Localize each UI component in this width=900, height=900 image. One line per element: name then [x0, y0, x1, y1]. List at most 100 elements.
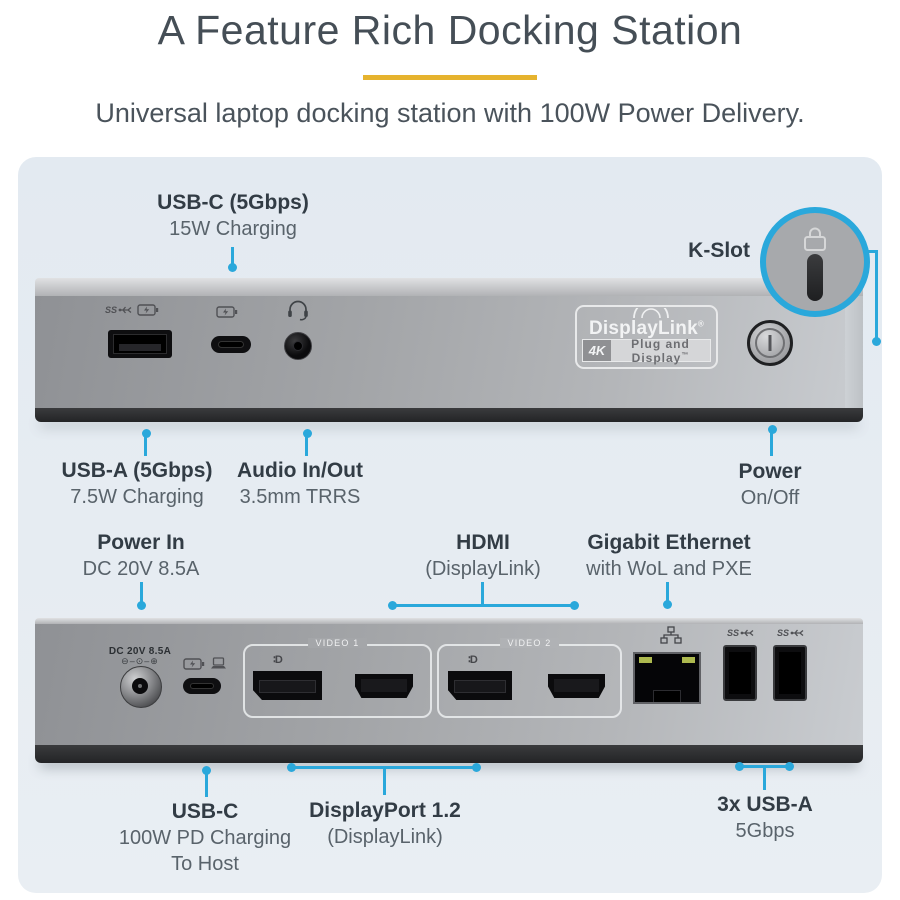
ethernet-dot	[663, 600, 672, 609]
power-in-line	[140, 582, 143, 603]
dc-power-jack	[120, 666, 162, 708]
front-dock-side	[845, 296, 863, 408]
headset-icon	[288, 300, 308, 321]
k-slot-label: K-Slot	[688, 239, 750, 262]
displayport-logo-icon: ∶D	[468, 654, 478, 666]
video1-group: VIDEO 1	[243, 638, 432, 718]
usb-c-host-line	[205, 774, 208, 797]
usb-a-3x-dot-right	[785, 762, 794, 771]
ethernet-notch	[653, 690, 681, 702]
hdmi1-port	[355, 674, 413, 698]
hdmi-dot-left	[388, 601, 397, 610]
displayport-stem	[383, 769, 386, 795]
kslot-callout-dot	[872, 337, 881, 346]
usb-ss-icon: SS	[105, 305, 132, 315]
callout-hdmi: HDMI (DisplayLink)	[425, 531, 541, 580]
power-symbol-icon	[768, 335, 772, 351]
ethernet-port	[633, 652, 701, 704]
ethernet-led-right	[682, 657, 695, 663]
usb-c-inner	[218, 341, 244, 348]
callout-audio: Audio In/Out 3.5mm TRRS	[237, 459, 363, 508]
usb-ss-icon: SS	[727, 628, 754, 638]
back-dock-top-bevel	[35, 618, 863, 624]
hdmi-bracket	[392, 604, 577, 607]
dp-inner	[259, 680, 316, 693]
front-dock-base	[35, 408, 863, 422]
laptop-icon	[211, 657, 226, 669]
hdmi-dot-right	[570, 601, 579, 610]
power-button-ring	[755, 328, 785, 358]
usb-a-inner	[729, 652, 751, 694]
battery-charging-icon	[137, 304, 159, 316]
callout-power: Power On/Off	[738, 460, 802, 509]
displayport-dot-left	[287, 763, 296, 772]
registered-mark: ®	[697, 319, 704, 329]
back-dock-base	[35, 745, 863, 763]
front-usb-c-port	[211, 336, 251, 353]
usb-c-inner	[190, 683, 214, 689]
displayport-dot-right	[472, 763, 481, 772]
displayport1-port	[253, 671, 322, 700]
displaylink-arc-icon	[633, 308, 669, 319]
ethernet-led-left	[639, 657, 652, 663]
rear-usb-a-port-1	[723, 645, 757, 701]
dc-port-label: DC 20V 8.5A	[108, 646, 172, 657]
callout-usb-c-top: USB-C (5Gbps) 15W Charging	[157, 191, 309, 240]
dc-polarity-icon: ⊖–⊙–⊕	[121, 656, 159, 666]
hdmi-stem	[481, 582, 484, 607]
power-dot	[768, 425, 777, 434]
callout-k-slot: K-Slot	[610, 238, 750, 264]
audio-dot	[303, 429, 312, 438]
accent-divider	[363, 75, 537, 80]
badge-4k: 4K	[583, 340, 611, 361]
callout-usb-a: USB-A (5Gbps) 7.5W Charging	[61, 459, 213, 508]
usb-a-3x-bracket	[740, 765, 790, 768]
usb-c-top-line	[231, 247, 234, 266]
usb-a-3x-stem	[763, 768, 766, 790]
dc-jack-pin	[138, 684, 142, 688]
displayport-logo-icon: ∶D	[273, 654, 283, 666]
ethernet-line	[666, 582, 669, 602]
dp-inner	[454, 680, 506, 693]
displayport2-port	[448, 671, 512, 700]
padlock-icon	[804, 227, 826, 251]
usb-trident-icon	[790, 629, 804, 637]
front-dock-top-bevel	[35, 278, 863, 296]
power-in-dot	[137, 601, 146, 610]
displaylink-strip: 4K Plug and Display™	[582, 336, 711, 365]
displaylink-badge: DisplayLink® 4K Plug and Display™	[575, 305, 718, 369]
usb-c-host-icons	[183, 657, 227, 670]
front-dock-face	[35, 296, 863, 408]
network-icon	[660, 626, 682, 644]
usb-c-host-port	[183, 678, 221, 694]
usb-trident-icon	[740, 629, 754, 637]
power-line	[770, 432, 773, 456]
hdmi-inner	[361, 679, 407, 692]
callout-usb-c-host: USB-C 100W PD Charging To Host	[118, 800, 292, 875]
callout-displayport: DisplayPort 1.2 (DisplayLink)	[309, 799, 461, 848]
video2-label: VIDEO 2	[499, 638, 560, 648]
hdmi-inner	[554, 679, 599, 692]
usb-trident-icon	[118, 306, 132, 314]
video1-label: VIDEO 1	[307, 638, 368, 648]
audio-line	[305, 436, 308, 456]
callout-power-in: Power In DC 20V 8.5A	[82, 531, 200, 580]
usb-a-3x-dot-left	[735, 762, 744, 771]
displayport-bracket	[292, 766, 477, 769]
usb-a-tongue	[119, 344, 161, 351]
kensington-slot	[807, 254, 823, 301]
product-panel	[18, 157, 882, 893]
audio-jack-hole	[293, 341, 303, 351]
usb-a-line	[144, 436, 147, 456]
displaylink-brand: DisplayLink®	[589, 318, 704, 339]
page-title: A Feature Rich Docking Station	[157, 7, 743, 53]
rear-usb-a-port-2	[773, 645, 807, 701]
badge-tagline: Plug and Display™	[631, 336, 690, 365]
usb-a-dot	[142, 429, 151, 438]
front-audio-jack	[284, 332, 312, 360]
battery-charging-icon	[183, 657, 205, 670]
usb-ss-icon: SS	[777, 628, 804, 638]
trademark-mark: ™	[681, 351, 690, 359]
callout-usb-a-3x: 3x USB-A 5Gbps	[717, 793, 813, 842]
